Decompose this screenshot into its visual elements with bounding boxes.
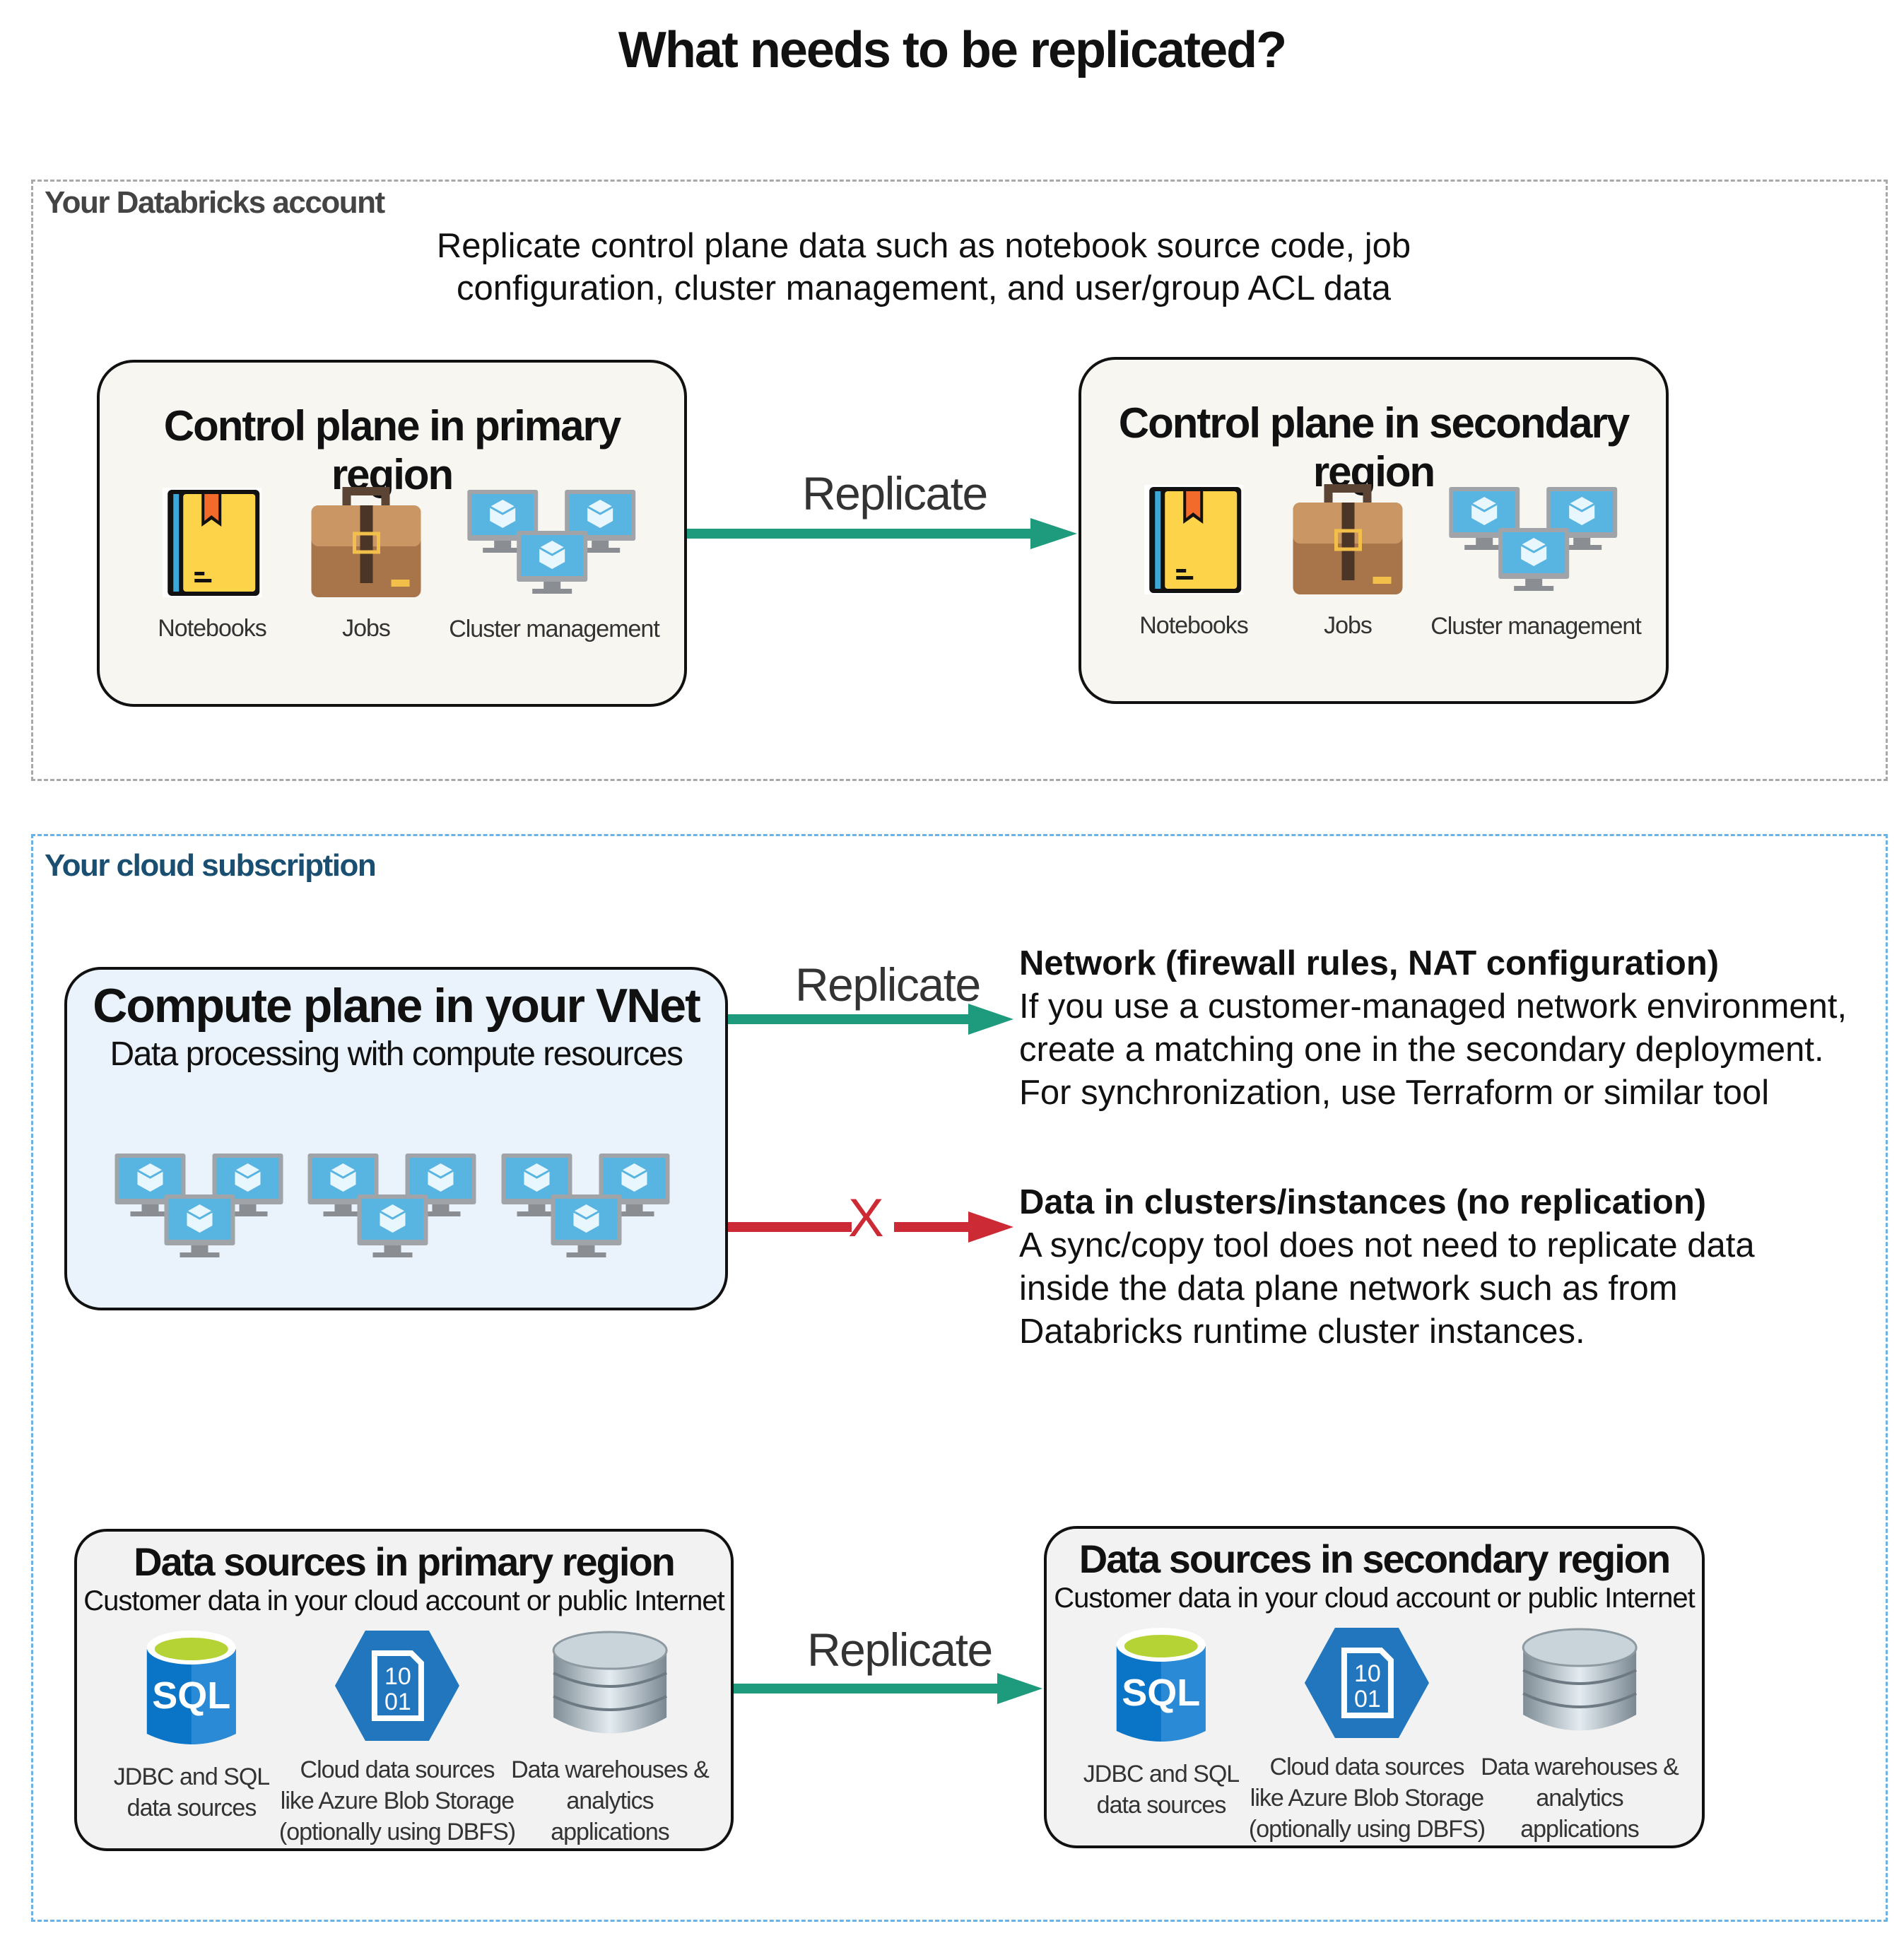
- svg-text:01: 01: [1354, 1686, 1381, 1713]
- no-replication-x-mark: X: [848, 1188, 884, 1248]
- virtual-machines-icon: [449, 490, 659, 605]
- sql-database-icon: SQL: [114, 1629, 269, 1753]
- jobs-item: Jobs: [308, 484, 425, 644]
- database-icon: [1481, 1626, 1679, 1743]
- note-line: For synchronization, use Terraform or si…: [1019, 1074, 1770, 1112]
- control-plane-secondary: Control plane in secondary region Notebo…: [1079, 357, 1669, 704]
- note-heading: Data in clusters/instances (no replicati…: [1019, 1183, 1707, 1221]
- item-label: Cloud data sources like Azure Blob Stora…: [1248, 1754, 1486, 1843]
- cluster-group: [114, 1154, 288, 1277]
- notebook-icon: [158, 484, 266, 604]
- note-line: A sync/copy tool does not need to replic…: [1019, 1226, 1755, 1264]
- svg-text:10: 10: [1354, 1660, 1381, 1687]
- item-label: Cluster management: [449, 616, 660, 642]
- control-plane-primary: Control plane in primary region Notebook…: [97, 360, 687, 707]
- warehouse-item: Data warehouses & analytics applications: [1481, 1626, 1679, 1845]
- description-line: configuration, cluster management, and u…: [457, 269, 1391, 307]
- box-subtitle: Data processing with compute resources: [110, 1035, 683, 1073]
- sql-source-item: SQL JDBC and SQL data sources: [1083, 1626, 1240, 1821]
- box-title: Compute plane in your VNet: [93, 979, 701, 1033]
- briefcase-icon: [1290, 481, 1406, 601]
- note-line: If you use a customer-managed network en…: [1019, 987, 1847, 1026]
- svg-text:10: 10: [384, 1663, 411, 1690]
- cluster-group: [501, 1154, 675, 1277]
- item-label: JDBC and SQL data sources: [1083, 1761, 1240, 1819]
- cluster-group: [307, 1154, 481, 1277]
- note-line: Databricks runtime cluster instances.: [1019, 1313, 1585, 1351]
- replicate-label: Replicate: [795, 958, 981, 1011]
- data-sources-primary: Data sources in primary region Customer …: [74, 1529, 734, 1851]
- no-replication-arrow: [728, 1211, 1013, 1243]
- sql-source-item: SQL JDBC and SQL data sources: [113, 1629, 270, 1824]
- cluster-data-note: Data in clusters/instances (no replicati…: [1019, 1181, 1755, 1354]
- virtual-machines-icon: [1430, 487, 1641, 602]
- virtual-machines-icon: [307, 1154, 481, 1269]
- item-label: Cloud data sources like Azure Blob Stora…: [278, 1756, 516, 1845]
- item-label: JDBC and SQL data sources: [113, 1763, 270, 1821]
- item-label: Data warehouses & analytics applications: [1481, 1754, 1679, 1843]
- item-label: Jobs: [1324, 612, 1373, 639]
- box-title: Data sources in secondary region: [1079, 1537, 1671, 1581]
- note-line: create a matching one in the secondary d…: [1019, 1031, 1824, 1069]
- item-label: Data warehouses & analytics applications: [511, 1756, 710, 1845]
- replicate-label: Replicate: [807, 1624, 993, 1676]
- replicate-arrow: [734, 1673, 1042, 1704]
- note-line: inside the data plane network such as fr…: [1019, 1269, 1678, 1308]
- databricks-account-zone: [31, 180, 1888, 781]
- account-description: Replicate control plane data such as not…: [0, 225, 1847, 310]
- cluster-item: Cluster management: [449, 490, 660, 645]
- svg-text:SQL: SQL: [1122, 1672, 1200, 1714]
- zone-label: Your Databricks account: [45, 185, 385, 220]
- description-line: Replicate control plane data such as not…: [436, 227, 1411, 265]
- page-title: What needs to be replicated?: [618, 22, 1287, 78]
- item-label: Cluster management: [1430, 613, 1642, 640]
- notebooks-item: Notebooks: [158, 484, 267, 644]
- warehouse-item: Data warehouses & analytics applications: [511, 1629, 710, 1848]
- svg-text:01: 01: [384, 1689, 411, 1715]
- cluster-item: Cluster management: [1430, 487, 1642, 642]
- replicate-arrow: [687, 518, 1077, 549]
- item-label: Notebooks: [1139, 612, 1249, 639]
- item-label: Notebooks: [158, 615, 267, 642]
- replicate-label: Replicate: [802, 467, 988, 519]
- briefcase-icon: [308, 484, 425, 604]
- svg-text:SQL: SQL: [152, 1674, 230, 1717]
- virtual-machines-icon: [114, 1154, 288, 1269]
- cloud-subscription-zone: [31, 834, 1888, 1922]
- network-note: Network (firewall rules, NAT configurati…: [1019, 942, 1847, 1115]
- note-heading: Network (firewall rules, NAT configurati…: [1019, 944, 1720, 982]
- database-icon: [511, 1629, 709, 1746]
- box-title: Data sources in primary region: [134, 1539, 676, 1584]
- notebook-icon: [1139, 481, 1248, 601]
- box-subtitle: Customer data in your cloud account or p…: [83, 1585, 725, 1616]
- jobs-item: Jobs: [1290, 481, 1406, 641]
- data-sources-secondary: Data sources in secondary region Custome…: [1044, 1526, 1705, 1848]
- box-subtitle: Customer data in your cloud account or p…: [1054, 1583, 1696, 1614]
- sql-database-icon: SQL: [1083, 1626, 1239, 1750]
- replicate-arrow: [728, 1004, 1013, 1035]
- virtual-machines-icon: [501, 1154, 675, 1269]
- zone-label: Your cloud subscription: [45, 848, 377, 883]
- compute-plane-box: Compute plane in your VNet Data processi…: [64, 967, 728, 1310]
- notebooks-item: Notebooks: [1139, 481, 1249, 641]
- item-label: Jobs: [342, 615, 391, 642]
